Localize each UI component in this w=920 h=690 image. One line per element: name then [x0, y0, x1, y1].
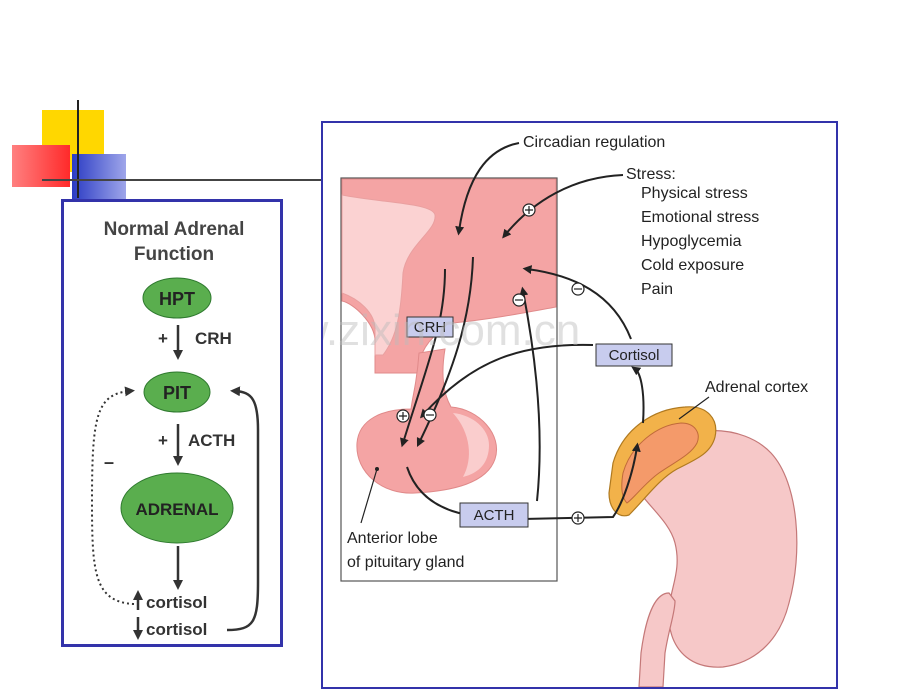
left-diagram-svg: Normal Adrenal Function HPT + CRH PIT + … — [90, 219, 260, 640]
acth-minus-icon — [512, 293, 526, 307]
adrenal-cortex-pointer — [678, 396, 710, 420]
hpt-label: HPT — [159, 289, 195, 309]
deco-vertical-line — [77, 100, 79, 198]
left-title-line2: Function — [134, 244, 214, 265]
cortisol-down-label: cortisol — [146, 620, 207, 639]
adrenal-cortex-label: Adrenal cortex — [705, 379, 808, 396]
pit-node — [143, 371, 211, 413]
ureter-shape — [638, 592, 676, 687]
stress-title-label: Stress: — [626, 166, 676, 183]
crh-label: CRH — [195, 329, 232, 348]
acth-box-label: ACTH — [474, 507, 515, 524]
acth-label: ACTH — [188, 431, 235, 450]
crh-plus: + — [158, 329, 168, 348]
normal-adrenal-function-panel: Normal Adrenal Function HPT + CRH PIT + … — [61, 199, 283, 647]
cortisol-up-arrow — [631, 366, 645, 424]
crh-box-label: CRH — [414, 319, 447, 336]
acth-plus: + — [158, 431, 168, 450]
stress-item-emotional: Emotional stress — [641, 209, 759, 226]
anterior-lobe-pointer — [360, 468, 378, 524]
deco-horizontal-line — [42, 179, 323, 181]
anterior-lobe-label-line1: Anterior lobe — [347, 530, 438, 547]
cortisol-up-label: cortisol — [146, 593, 207, 612]
cortisol-to-hypothalamus-arrow — [522, 265, 632, 340]
stress-arrow — [502, 174, 624, 239]
adrenal-label: ADRENAL — [135, 500, 218, 519]
anterior-lobe-pointer-dot — [375, 467, 379, 471]
deco-blue-square — [72, 154, 126, 200]
cortisol-to-pituitary-arrow — [420, 343, 594, 419]
stress-item-pain: Pain — [641, 281, 673, 298]
hpa-axis-illustration-panel: CRH Cortisol ACTH Circadian regulation S… — [321, 121, 838, 689]
cortisol-minus-pituitary-icon — [423, 408, 437, 422]
cortisol-box-label: Cortisol — [609, 347, 660, 364]
watermark-text: www.zixin.com.cn — [323, 306, 580, 355]
stress-item-physical: Physical stress — [641, 185, 748, 202]
crh-box — [406, 316, 454, 338]
anterior-lobe-highlight — [453, 413, 489, 477]
adrenal-node — [120, 472, 234, 544]
stress-item-hypoglycemia: Hypoglycemia — [641, 233, 742, 250]
cortisol-feedback-solid-loop — [226, 386, 260, 632]
stress-plus-icon — [522, 203, 536, 217]
crh-plus-icon — [396, 409, 410, 423]
cortisol-box — [595, 343, 673, 367]
acth-box — [459, 502, 529, 528]
acth-plus-icon — [571, 511, 585, 525]
circadian-regulation-label: Circadian regulation — [523, 134, 665, 151]
left-title-line1: Normal Adrenal — [104, 219, 245, 240]
minus-label: – — [104, 452, 114, 472]
hypothalamus-light-fold — [341, 194, 436, 356]
cortisol-minus-hypothalamus-icon — [571, 282, 585, 296]
anterior-lobe-label-line2: of pituitary gland — [347, 554, 464, 571]
acth-inhibit-arrow — [519, 286, 541, 502]
crh-arrow-left — [400, 268, 446, 448]
pit-label: PIT — [163, 383, 191, 403]
stress-item-cold: Cold exposure — [641, 257, 744, 274]
adrenal-cortex-inner — [621, 422, 699, 504]
circadian-arrow — [455, 142, 520, 236]
hpt-node — [142, 277, 212, 319]
hpa-axis-svg: CRH Cortisol ACTH Circadian regulation S… — [323, 134, 808, 687]
pituitary-stalk — [356, 348, 497, 494]
